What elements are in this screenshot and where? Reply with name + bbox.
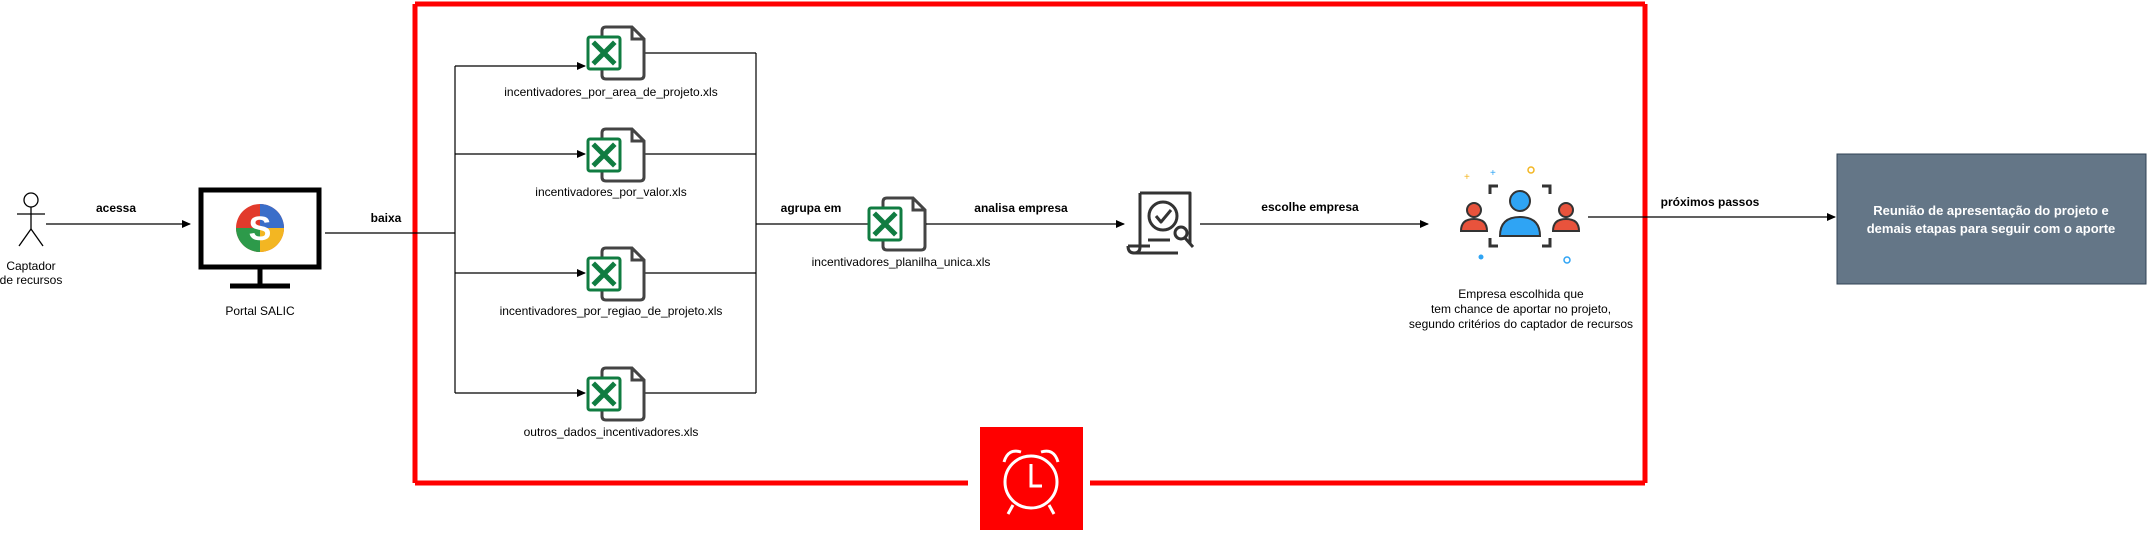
fanin-connectors [636, 52, 877, 394]
salic-logo-icon: S [236, 204, 284, 252]
final-box-line-2: demais etapas para seguir com o aporte [1867, 221, 2116, 236]
company-line-3: segundo critérios do captador de recurso… [1409, 317, 1633, 331]
excel-file-icon [588, 248, 644, 300]
alarm-clock-icon [980, 427, 1083, 530]
actor-label-1: Captador [6, 259, 55, 273]
edge-label-agrupa: agrupa em [781, 201, 842, 215]
company-line-1: Empresa escolhida que [1458, 287, 1584, 301]
excel-file-icon [588, 368, 644, 420]
file-name-2: incentivadores_por_valor.xls [535, 185, 686, 199]
fanout-connectors [454, 62, 586, 397]
edge-label-proximos: próximos passos [1661, 195, 1760, 209]
edge-label-acessa: acessa [96, 201, 136, 215]
excel-file-icon [869, 198, 925, 250]
file-name-3: incentivadores_por_regiao_de_projeto.xls [500, 304, 723, 318]
company-line-2: tem chance de aportar no projeto, [1431, 302, 1611, 316]
edge-label-baixa: baixa [371, 211, 402, 225]
edge-label-analisa: analisa empresa [974, 201, 1068, 215]
actor-label-2: de recursos [0, 273, 62, 287]
document-check-icon [1126, 191, 1195, 255]
people-selection-icon: + + [1459, 166, 1581, 264]
file-name-4: outros_dados_incentivadores.xls [524, 425, 699, 439]
svg-text:+: + [1490, 168, 1496, 179]
salic-logo-letter: S [249, 210, 272, 248]
final-step-box: Reunião de apresentação do projeto e dem… [1836, 153, 2147, 285]
final-box-line-1: Reunião de apresentação do projeto e [1873, 203, 2109, 218]
stick-figure-icon [17, 192, 45, 247]
file-name-1: incentivadores_por_area_de_projeto.xls [504, 85, 717, 99]
excel-file-icon [588, 129, 644, 181]
portal-label: Portal SALIC [225, 304, 295, 318]
merged-file-name: incentivadores_planilha_unica.xls [812, 255, 991, 269]
svg-text:+: + [1464, 172, 1470, 183]
time-frame [412, 1, 1648, 486]
excel-file-icon [588, 27, 644, 79]
edge-label-escolhe: escolhe empresa [1261, 200, 1359, 214]
